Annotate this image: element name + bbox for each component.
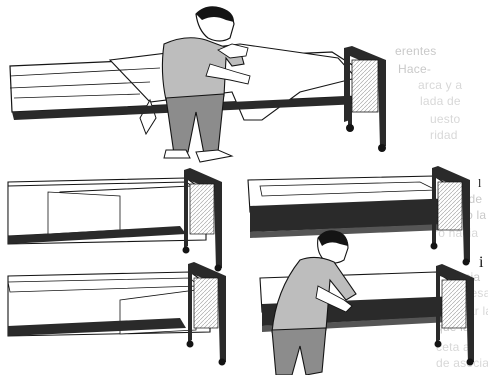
bed-corner-mitre-left — [8, 262, 226, 366]
edge-letter: i — [479, 254, 483, 272]
bed-corner-fold-left — [8, 168, 222, 272]
edge-letter: l — [478, 176, 481, 191]
nurse-tucking-sheet — [260, 231, 474, 375]
nurse-spreading-sheet — [10, 7, 386, 162]
nurse-figure-bottom — [272, 231, 356, 375]
bed-sheet-tucked-right — [248, 166, 470, 266]
